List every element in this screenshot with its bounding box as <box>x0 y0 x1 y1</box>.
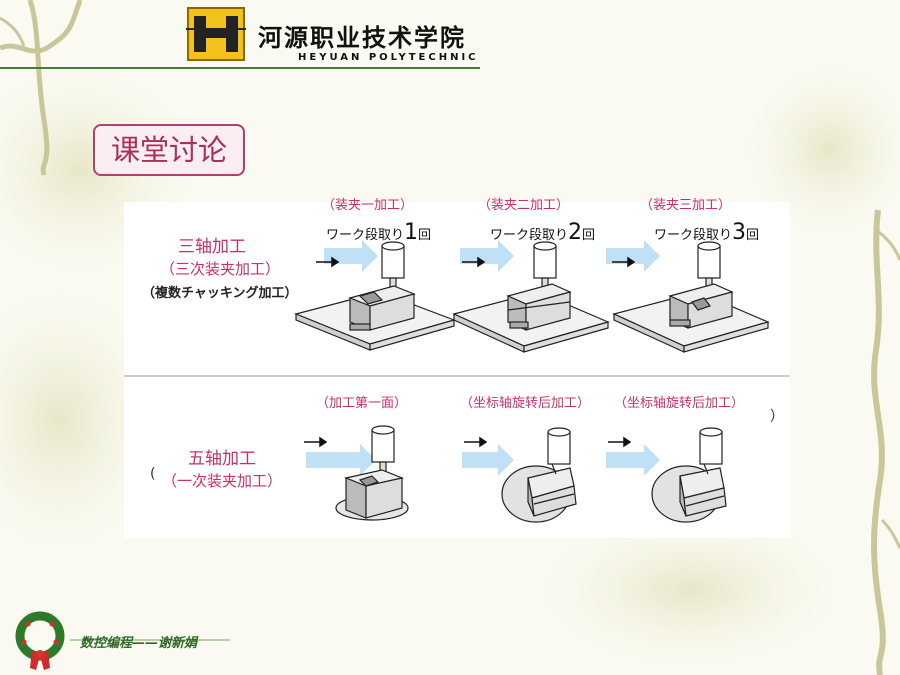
three-axis-step3-jp: ワーク段取り3回 <box>654 220 760 245</box>
school-name-cn: 河源职业技术学院 <box>258 23 466 52</box>
five-axis-step3-caption: （坐标轴旋转后加工） <box>614 396 745 411</box>
school-logo <box>186 7 246 61</box>
school-name-en: HEYUAN POLYTECHNIC <box>298 52 479 63</box>
stray-paren-right: ） <box>770 409 784 425</box>
stray-paren-left: ( <box>150 466 156 482</box>
three-axis-sub: （三次装夹加工） <box>160 260 281 278</box>
wreath-icon <box>15 611 65 670</box>
machining-diagram <box>124 240 790 523</box>
five-axis-sub: （一次装夹加工） <box>162 472 283 490</box>
three-axis-jp-label: （複数チャッキング加工） <box>142 286 298 301</box>
slide-title-box: 课堂讨论 <box>93 124 245 176</box>
three-axis-step3-caption: （装夹三加工） <box>640 198 732 213</box>
header-divider <box>0 67 480 69</box>
five-axis-step2-caption: （坐标轴旋转后加工） <box>460 396 591 411</box>
slide-title: 课堂讨论 <box>110 133 227 167</box>
three-axis-label: 三轴加工 <box>178 237 246 257</box>
three-axis-step1-caption: （装夹一加工） <box>322 198 414 213</box>
five-axis-step1-caption: （加工第一面） <box>316 396 408 411</box>
footer-text: 数控编程——谢新娟 <box>80 636 198 651</box>
three-axis-step1-jp: ワーク段取り1回 <box>326 220 432 245</box>
three-axis-step2-jp: ワーク段取り2回 <box>490 220 596 245</box>
three-axis-step2-caption: （装夹二加工） <box>478 198 570 213</box>
diagram-panel <box>124 202 790 538</box>
five-axis-label: 五轴加工 <box>188 449 256 469</box>
